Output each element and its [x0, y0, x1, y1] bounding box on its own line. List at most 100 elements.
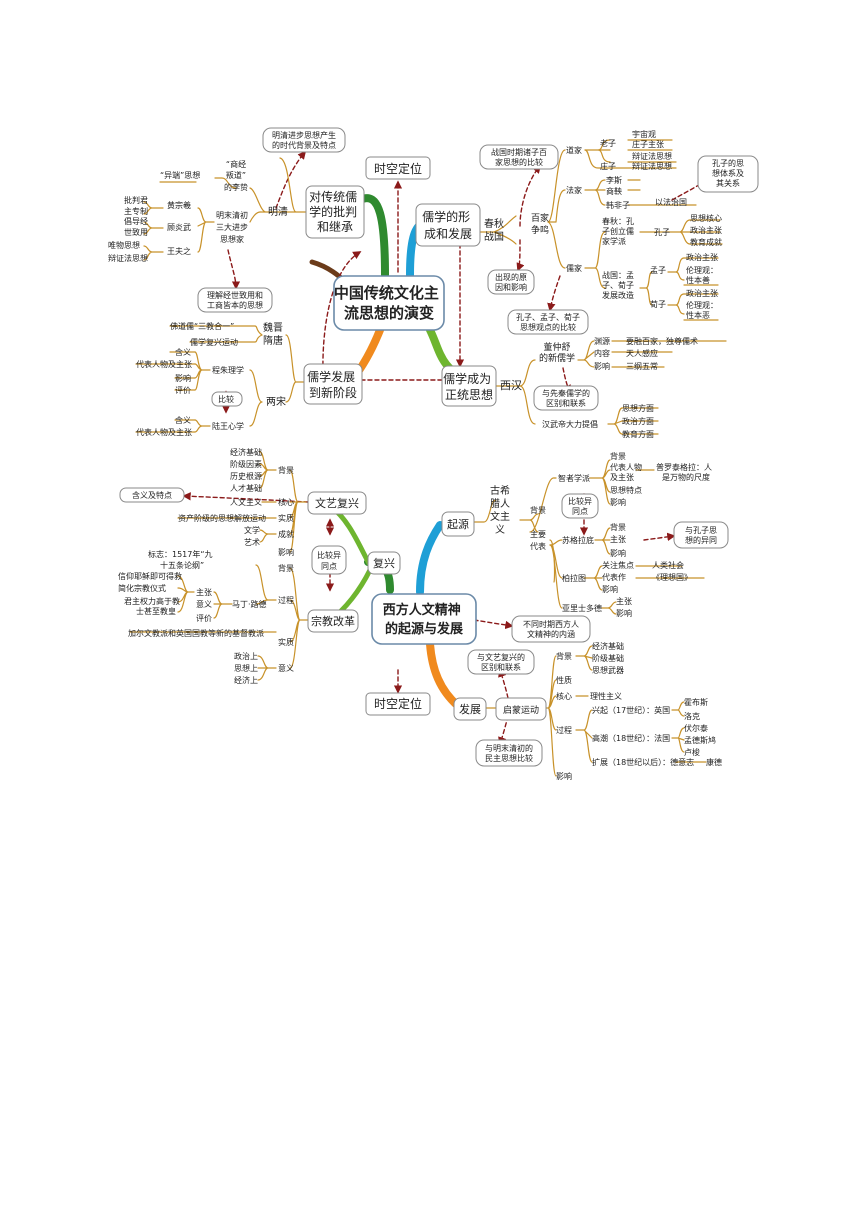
- map2-fuxing: 复兴: [373, 556, 395, 570]
- ref-note: 加尔文教派和英国国教等新的基督教派: [128, 628, 264, 638]
- renaissance-title: 文艺复兴: [315, 496, 359, 510]
- en-person: 洛克: [684, 711, 700, 721]
- zhanguo: 战国：孟子、荀子发展改造: [602, 270, 634, 300]
- wudi-item: 教育方面: [622, 429, 654, 439]
- mingqing: 明清: [268, 205, 288, 218]
- liangsong: 两宋: [266, 395, 286, 408]
- daojia: 道家: [566, 145, 582, 155]
- dzs-value: 要融百家，独尊儒术: [626, 336, 698, 346]
- zhuangzi-item: 辩证法思想: [632, 161, 672, 171]
- map1-center: 中国传统文化主 流思想的演变: [334, 284, 444, 322]
- ren-chengjiu: 成就: [278, 529, 294, 539]
- enlight-note-a: 与文艺复兴的区别和联系: [477, 652, 525, 672]
- kongzi-item: 教育成就: [690, 237, 722, 247]
- enlight-note-b: 与明末清初的民主思想比较: [485, 743, 533, 763]
- huang: 黄宗羲: [167, 200, 191, 210]
- bijiao: 比较: [218, 394, 234, 404]
- rujia: 儒家: [566, 263, 582, 273]
- zz-item: 影响: [610, 497, 626, 507]
- ren-bj-item: 历史根源: [230, 471, 262, 481]
- chengzhu: 程朱理学: [212, 365, 244, 375]
- ren-hexin-item: 人文主义: [230, 497, 262, 507]
- dzs-item: 影响: [594, 361, 610, 371]
- zz-item: 背景: [610, 451, 626, 461]
- zhizhe: 智者学派: [558, 473, 590, 483]
- kongzi-item: 思想核心: [690, 213, 722, 223]
- compare-note: 与先秦儒学的区别和联系: [542, 388, 590, 408]
- yiduan: “异端”思想: [160, 170, 200, 180]
- lw-item: 代表人物及主张: [136, 427, 192, 437]
- mengzi: 孟子: [650, 265, 666, 275]
- map2-qiyuan: 起源: [447, 517, 469, 531]
- ren-bj-item: 阶级因素: [230, 459, 262, 469]
- ren-shizhi: 实质: [278, 513, 294, 523]
- cz-item: 代表人物及主张: [136, 359, 192, 369]
- fodao: 佛道儒“三教合一”: [170, 321, 234, 331]
- xunzi: 荀子: [650, 299, 666, 309]
- pl-item: 代表作: [602, 572, 626, 582]
- kongzi-note: 与孔子思想的异同: [685, 526, 717, 545]
- cz-item: 含义: [175, 347, 191, 357]
- chunqiu-label: 春秋战国: [484, 217, 504, 243]
- note-bg: 明清进步思想产生的时代背景及特点: [272, 130, 336, 150]
- ren-bj-item: 经济基础: [230, 447, 262, 457]
- dzs-item: 渊源: [594, 336, 610, 346]
- baijia-label: 百家争鸣: [531, 212, 549, 236]
- ref-beijing: 背景: [278, 563, 294, 573]
- chunqiu-kz: 春秋：孔子创立儒家学派: [602, 216, 634, 246]
- wang: 王夫之: [167, 246, 191, 256]
- note-cause: 出现的原因和影响: [495, 272, 527, 292]
- fajia-item: 韩非子: [606, 200, 630, 210]
- mengzi-item: 性本善: [686, 275, 710, 285]
- note-kongzi: 孔子的思想体系及其关系: [712, 158, 744, 188]
- ar-item: 影响: [616, 608, 632, 618]
- wang-item: 唯物思想: [108, 240, 140, 250]
- en-stage2: 高潮（18世纪）：法国: [592, 733, 670, 743]
- xihan: 西汉: [500, 379, 522, 392]
- laozi-item: 辩证法思想: [632, 151, 672, 161]
- ren-beijing: 背景: [278, 465, 294, 475]
- en-guocheng: 过程: [556, 725, 572, 735]
- li: “商经叛道”的李贽: [224, 159, 248, 192]
- gu: 顾炎武: [167, 222, 191, 232]
- fajia: 法家: [566, 185, 582, 195]
- laozi: 老子: [600, 138, 616, 148]
- enlight-title: 启蒙运动: [503, 704, 539, 716]
- map1: 中国传统文化主 流思想的演变 时空定位 儒学的形 成和发展 儒学成为 正统思想 …: [108, 127, 759, 439]
- luwang: 陆王心学: [212, 421, 244, 431]
- pl-item: 关注焦点: [602, 560, 634, 570]
- en-bj-item: 阶级基础: [592, 653, 624, 663]
- map2: 西方人文精神 的起源与发展 时空定位 复兴 起源 发展 不同时期西方人文精神的内…: [118, 447, 729, 781]
- ref-zz-item: 简化宗教仪式: [118, 583, 166, 593]
- ref-zz-item: 士甚至教皇: [136, 606, 176, 616]
- map1-b2-title: 儒学成为 正统思想: [443, 371, 495, 402]
- ref-guocheng: 过程: [278, 595, 294, 605]
- sc-item: 影响: [610, 548, 626, 558]
- mengzi-item: 伦理观：: [686, 265, 718, 275]
- map2-center: 西方人文精神 的起源与发展: [383, 602, 466, 637]
- greek-beijing: 背景: [530, 505, 546, 515]
- xunzi-item: 政治主张: [686, 288, 718, 298]
- ref-yy-item: 经济上: [234, 675, 258, 685]
- sc-item: 主张: [610, 534, 626, 544]
- pl-value: 《理想国》: [652, 572, 692, 582]
- en-xingzhi: 性质: [556, 675, 572, 685]
- pl-item: 影响: [602, 584, 618, 594]
- map2-fazhan: 发展: [459, 702, 481, 716]
- en-person: 康德: [706, 757, 722, 767]
- xunzi-item: 伦理观：: [686, 300, 718, 310]
- reformation-title: 宗教改革: [311, 614, 355, 628]
- fajia-note: 以法治国: [655, 197, 687, 207]
- fuxing: 儒学复兴运动: [190, 337, 238, 347]
- ren-cj-item: 文学: [244, 525, 260, 535]
- map1-spacetime: 时空定位: [374, 161, 422, 176]
- mengzi-item: 政治主张: [686, 252, 718, 262]
- wudi: 汉武帝大力提倡: [542, 419, 598, 429]
- ren-bj-item: 人才基础: [230, 483, 262, 493]
- ref-zhuzhang: 主张: [196, 587, 212, 597]
- zz-item: 及主张: [610, 472, 634, 482]
- ref-luther: 马丁·路德: [232, 599, 267, 609]
- cz-item: 影响: [175, 373, 191, 383]
- socrates: 苏格拉底: [562, 535, 594, 545]
